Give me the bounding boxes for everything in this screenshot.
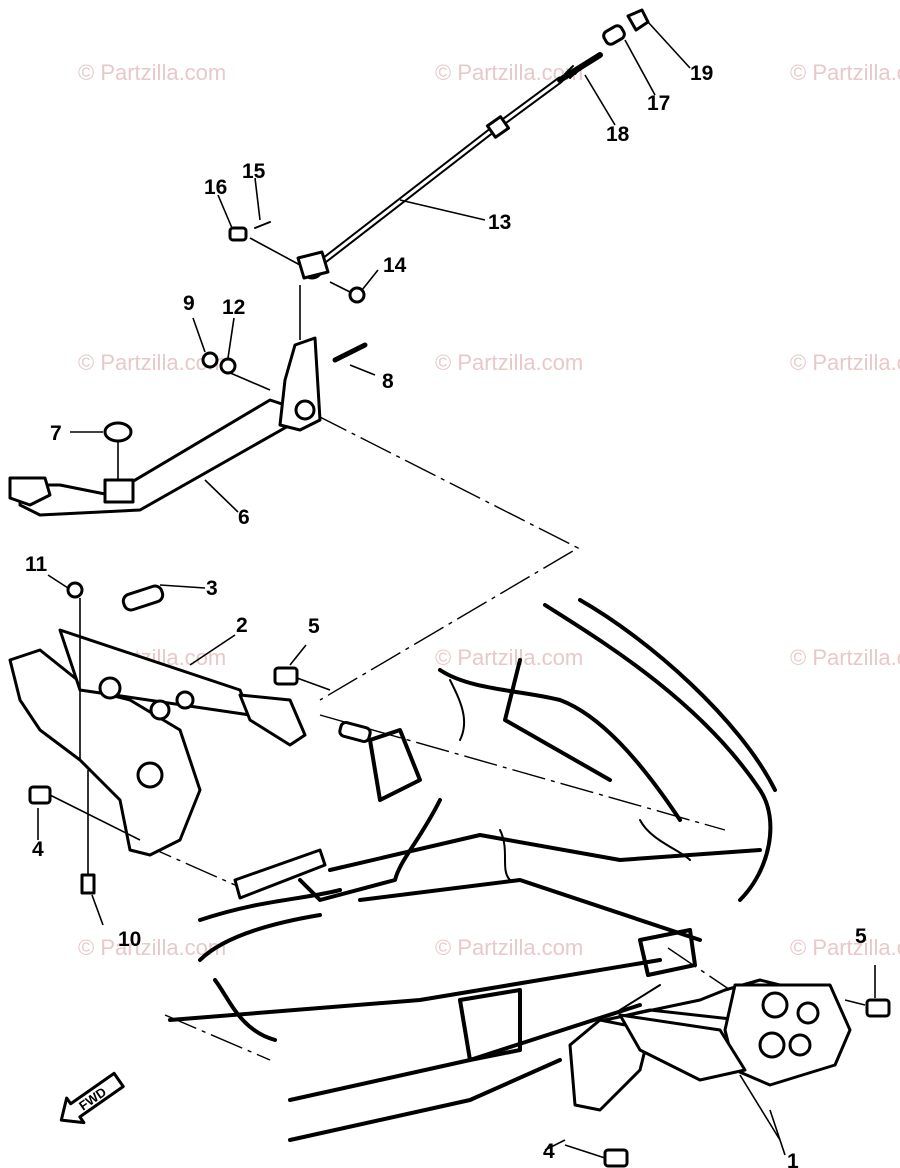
pin-16 xyxy=(228,226,248,242)
callout-4a: 4 xyxy=(32,838,44,861)
watermark: © Partzilla.com xyxy=(790,645,900,670)
bolt-4b xyxy=(603,1148,629,1168)
watermarks: © Partzilla.com © Partzilla.com © Partzi… xyxy=(78,60,900,960)
brake-cable xyxy=(318,8,650,266)
watermark: © Partzilla.com xyxy=(78,350,226,375)
bolt-10 xyxy=(80,873,96,895)
callout-1: 1 xyxy=(787,1150,799,1168)
callout-5b: 5 xyxy=(855,925,867,948)
left-footrest xyxy=(8,581,372,900)
watermark: © Partzilla.com xyxy=(790,935,900,960)
callout-19: 19 xyxy=(690,62,713,85)
callout-13: 13 xyxy=(488,211,511,234)
callout-2: 2 xyxy=(236,614,248,637)
watermark: © Partzilla.com xyxy=(78,60,226,85)
cable-pin-17 xyxy=(602,24,626,46)
callout-6: 6 xyxy=(238,506,250,529)
callout-4b: 4 xyxy=(543,1140,555,1163)
callout-3: 3 xyxy=(206,577,218,600)
callout-14: 14 xyxy=(383,254,407,277)
callout-10: 10 xyxy=(118,928,141,951)
cotter-pin-15 xyxy=(254,221,271,229)
callout-8: 8 xyxy=(382,370,394,393)
callout-16: 16 xyxy=(204,176,227,199)
brake-pedal xyxy=(8,250,330,517)
fwd-arrow: FWD xyxy=(59,1071,125,1125)
callout-17: 17 xyxy=(647,92,670,115)
pin-3 xyxy=(121,584,165,612)
cable-joint xyxy=(485,115,511,139)
watermark: © Partzilla.com xyxy=(790,60,900,85)
right-footrest xyxy=(564,965,891,1168)
spring-8 xyxy=(332,342,368,363)
callout-5a: 5 xyxy=(308,615,320,638)
watermark: © Partzilla.com xyxy=(435,645,583,670)
hardware xyxy=(103,221,368,443)
watermark: © Partzilla.com xyxy=(435,350,583,375)
pedal-pad-7 xyxy=(103,421,133,443)
callout-18: 18 xyxy=(606,123,630,146)
bolt-4a xyxy=(28,785,52,805)
vehicle-frame xyxy=(168,598,777,1142)
reference-lines xyxy=(139,414,746,1061)
callouts: 1 2 3 4 4 5 5 6 7 8 9 10 11 12 13 14 15 … xyxy=(25,62,867,1168)
nut-11 xyxy=(66,581,84,599)
callout-leaders xyxy=(37,21,786,1156)
nut-9 xyxy=(201,351,219,369)
callout-15: 15 xyxy=(242,160,266,183)
bolt-5b xyxy=(865,998,891,1018)
cable-spring-18 xyxy=(564,53,599,79)
cable-clip-19 xyxy=(626,8,650,32)
callout-9: 9 xyxy=(183,292,195,315)
watermark: © Partzilla.com xyxy=(435,935,583,960)
washer-12 xyxy=(219,357,237,375)
callout-11: 11 xyxy=(25,553,48,576)
callout-7: 7 xyxy=(50,422,62,445)
callout-12: 12 xyxy=(222,296,245,319)
nut-14 xyxy=(348,286,366,304)
bolt-5a xyxy=(273,666,299,686)
watermark: © Partzilla.com xyxy=(790,350,900,375)
